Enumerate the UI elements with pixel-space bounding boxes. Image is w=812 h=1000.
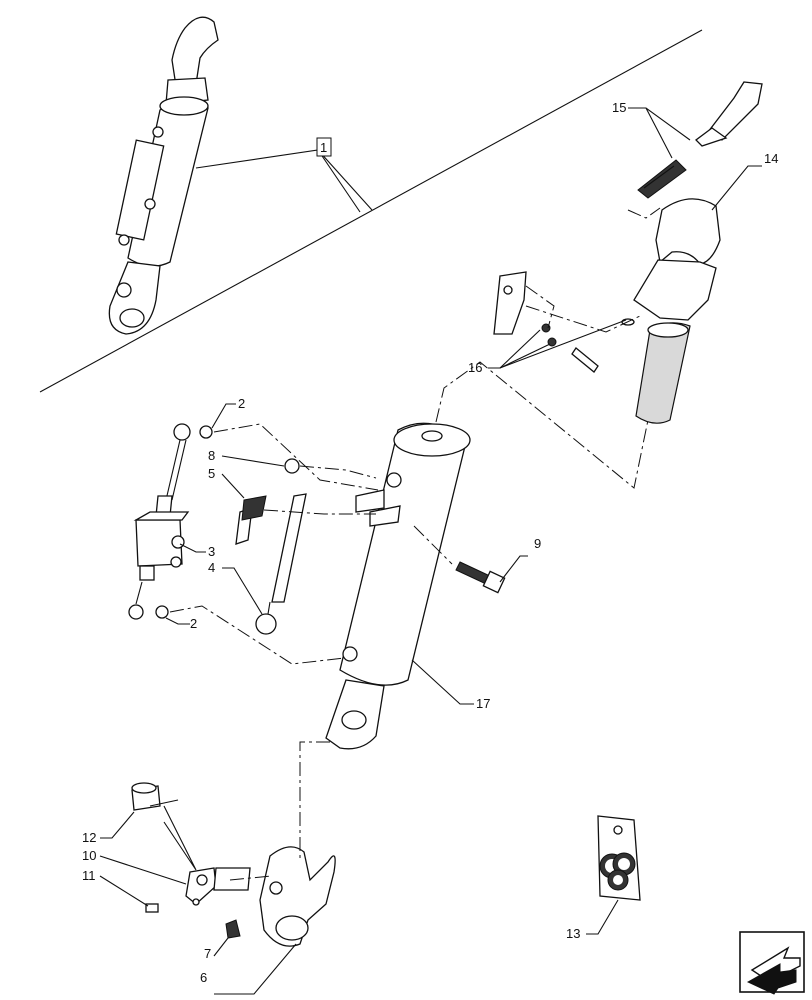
callout-9: 9 xyxy=(534,536,541,551)
callout-box-1 xyxy=(316,137,332,157)
callout-3: 3 xyxy=(208,544,215,559)
callout-2-lower: 2 xyxy=(190,616,197,631)
part-13-seal-kit xyxy=(597,815,641,901)
part-4-rod xyxy=(255,493,307,635)
part-2-seal-upper xyxy=(199,425,213,439)
callout-2-upper: 2 xyxy=(238,396,245,411)
part-11-bolt xyxy=(145,903,159,913)
callout-14: 14 xyxy=(764,151,778,166)
callout-16: 16 xyxy=(468,360,482,375)
part-6-clevis xyxy=(259,846,336,947)
part-3-valve xyxy=(128,423,191,620)
callout-1: 1 xyxy=(320,140,327,155)
arrow-icon[interactable] xyxy=(739,931,805,995)
divider-line xyxy=(39,29,703,393)
callout-4: 4 xyxy=(208,560,215,575)
part-15-pin-and-spring xyxy=(637,81,763,199)
part-9-bolt xyxy=(455,561,506,594)
part-14-hook xyxy=(633,198,721,424)
callout-8: 8 xyxy=(208,448,215,463)
callout-6: 6 xyxy=(200,970,207,985)
callout-11: 11 xyxy=(82,868,96,883)
part-5-spring xyxy=(235,495,267,545)
cylinder-assembly-overview xyxy=(108,16,219,335)
callout-17: 17 xyxy=(476,696,490,711)
callout-15: 15 xyxy=(612,100,626,115)
part-12-fitting xyxy=(131,782,161,811)
part-16-latch-and-screws xyxy=(493,271,635,373)
callout-13: 13 xyxy=(566,926,580,941)
part-10-clamp xyxy=(185,867,251,906)
callout-7: 7 xyxy=(204,946,211,961)
part-2-seal-lower xyxy=(155,605,169,619)
part-17-cylinder xyxy=(325,422,471,750)
part-8-nut xyxy=(284,458,300,474)
callout-5: 5 xyxy=(208,466,215,481)
callout-10: 10 xyxy=(82,848,96,863)
part-7-nipple xyxy=(225,919,241,939)
callout-12: 12 xyxy=(82,830,96,845)
